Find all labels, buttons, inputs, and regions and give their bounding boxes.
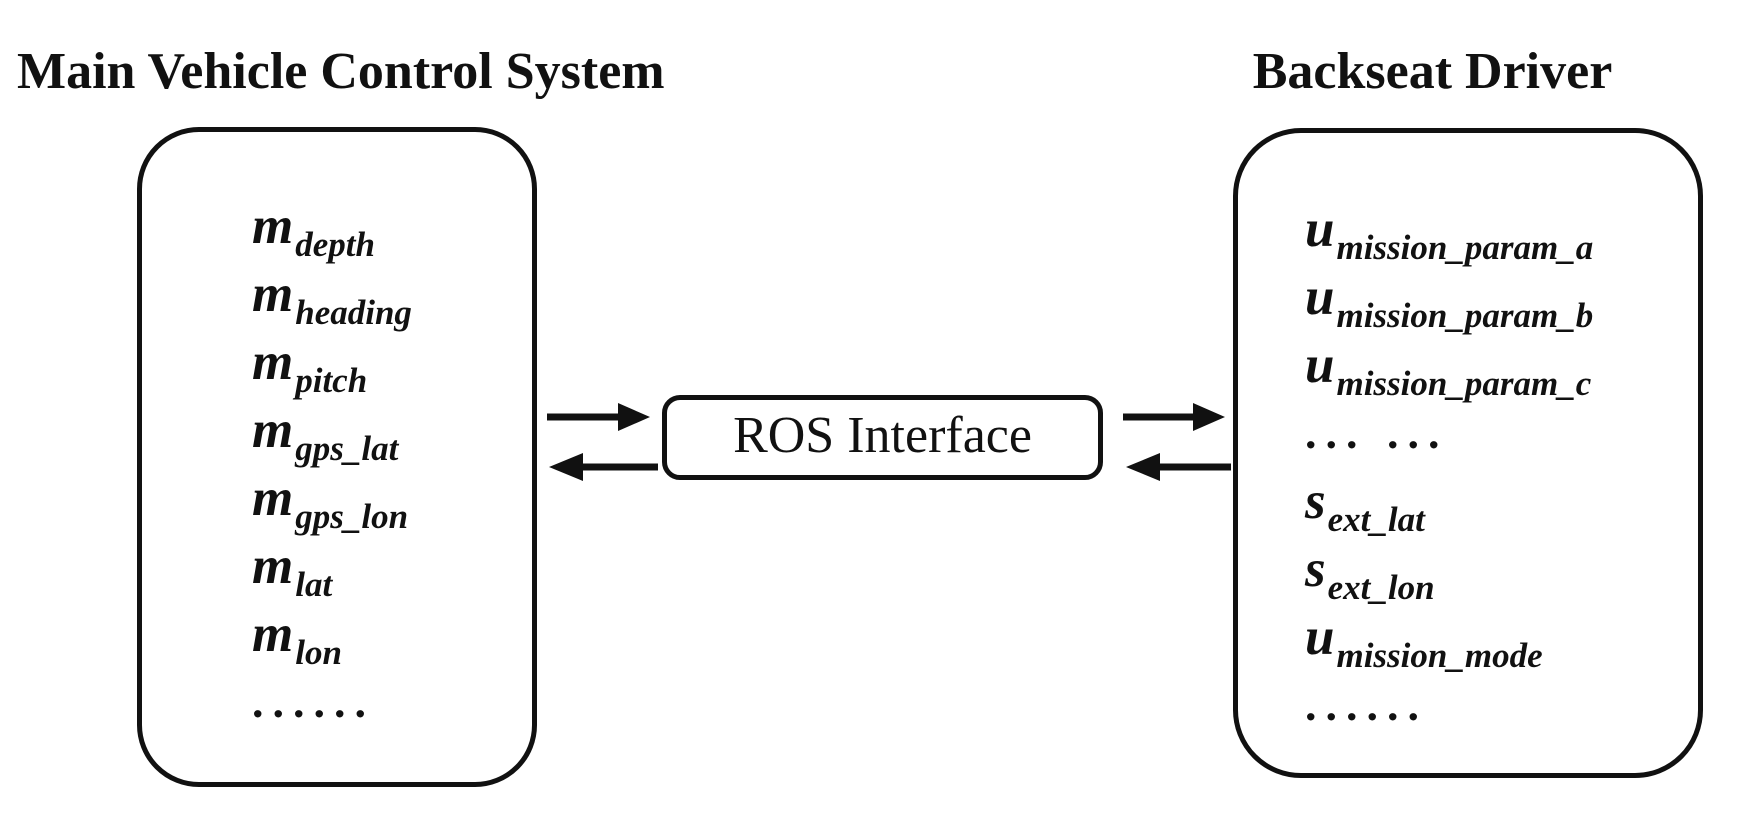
variable-base: u xyxy=(1305,200,1335,258)
variable-subscript: lon xyxy=(295,633,342,672)
variable-subscript: mission_mode xyxy=(1336,636,1543,675)
right-arrow-pair xyxy=(1123,403,1231,481)
variable-subscript: pitch xyxy=(295,361,368,400)
ellipsis-dots: ... ... xyxy=(1305,407,1449,458)
variable-base: u xyxy=(1305,336,1335,394)
variable-row: mlon xyxy=(252,600,532,672)
variable-row: umission_param_b xyxy=(1305,263,1698,335)
variable-row: mheading xyxy=(252,260,532,332)
variable-subscript: heading xyxy=(295,293,412,332)
variable-base: m xyxy=(252,265,294,323)
left-arrow-pair xyxy=(547,403,658,481)
arrow-backseat-to-ros xyxy=(1126,453,1231,481)
arrow-ros-to-mvcs xyxy=(549,453,658,481)
variable-row: mpitch xyxy=(252,328,532,400)
variable-row: umission_mode xyxy=(1305,603,1698,675)
variable-row: mgps_lat xyxy=(252,396,532,468)
ros-interface-box: ROS Interface xyxy=(662,395,1103,480)
variable-row: mgps_lon xyxy=(252,464,532,536)
variable-base: m xyxy=(252,537,294,595)
variable-base: m xyxy=(252,333,294,391)
variable-subscript: ext_lat xyxy=(1327,500,1425,539)
backseat-variable-list: umission_param_a umission_param_b umissi… xyxy=(1238,133,1698,773)
variable-base: m xyxy=(252,401,294,459)
variable-subscript: mission_param_a xyxy=(1336,228,1594,267)
variable-base: u xyxy=(1305,268,1335,326)
variable-subscript: ext_lon xyxy=(1327,568,1435,607)
mvcs-variable-list: mdepth mheading mpitch mgps_lat mgps_lon… xyxy=(142,132,532,782)
ros-interface-label: ROS Interface xyxy=(733,407,1032,464)
variable-subscript: mission_param_c xyxy=(1336,364,1592,403)
ellipsis-row: ...... xyxy=(1305,671,1698,739)
main-vehicle-control-system-box: mdepth mheading mpitch mgps_lat mgps_lon… xyxy=(137,127,537,787)
variable-subscript: lat xyxy=(295,565,333,604)
variable-row: umission_param_c xyxy=(1305,331,1698,403)
variable-row: sext_lat xyxy=(1305,467,1698,539)
variable-base: m xyxy=(252,605,294,663)
variable-row: mlat xyxy=(252,532,532,604)
variable-base: s xyxy=(1305,540,1326,598)
backseat-driver-box: umission_param_a umission_param_b umissi… xyxy=(1233,128,1703,778)
variable-subscript: depth xyxy=(295,225,375,264)
variable-base: u xyxy=(1305,608,1335,666)
variable-base: m xyxy=(252,197,294,255)
variable-base: m xyxy=(252,469,294,527)
variable-subscript: mission_param_b xyxy=(1336,296,1594,335)
variable-subscript: gps_lon xyxy=(295,497,409,536)
variable-row: umission_param_a xyxy=(1305,195,1698,267)
variable-base: s xyxy=(1305,472,1326,530)
right-panel-title: Backseat Driver xyxy=(1252,43,1613,100)
variable-row: sext_lon xyxy=(1305,535,1698,607)
ellipsis-dots: ...... xyxy=(1305,679,1428,730)
ellipsis-row: ... ... xyxy=(1305,399,1698,467)
arrow-mvcs-to-ros xyxy=(547,403,650,431)
ellipsis-row: ...... xyxy=(252,668,532,736)
left-panel-title: Main Vehicle Control System xyxy=(17,43,665,100)
variable-row: mdepth xyxy=(252,192,532,264)
arrow-ros-to-backseat xyxy=(1123,403,1225,431)
variable-subscript: gps_lat xyxy=(295,429,399,468)
ellipsis-dots: ...... xyxy=(252,676,375,727)
